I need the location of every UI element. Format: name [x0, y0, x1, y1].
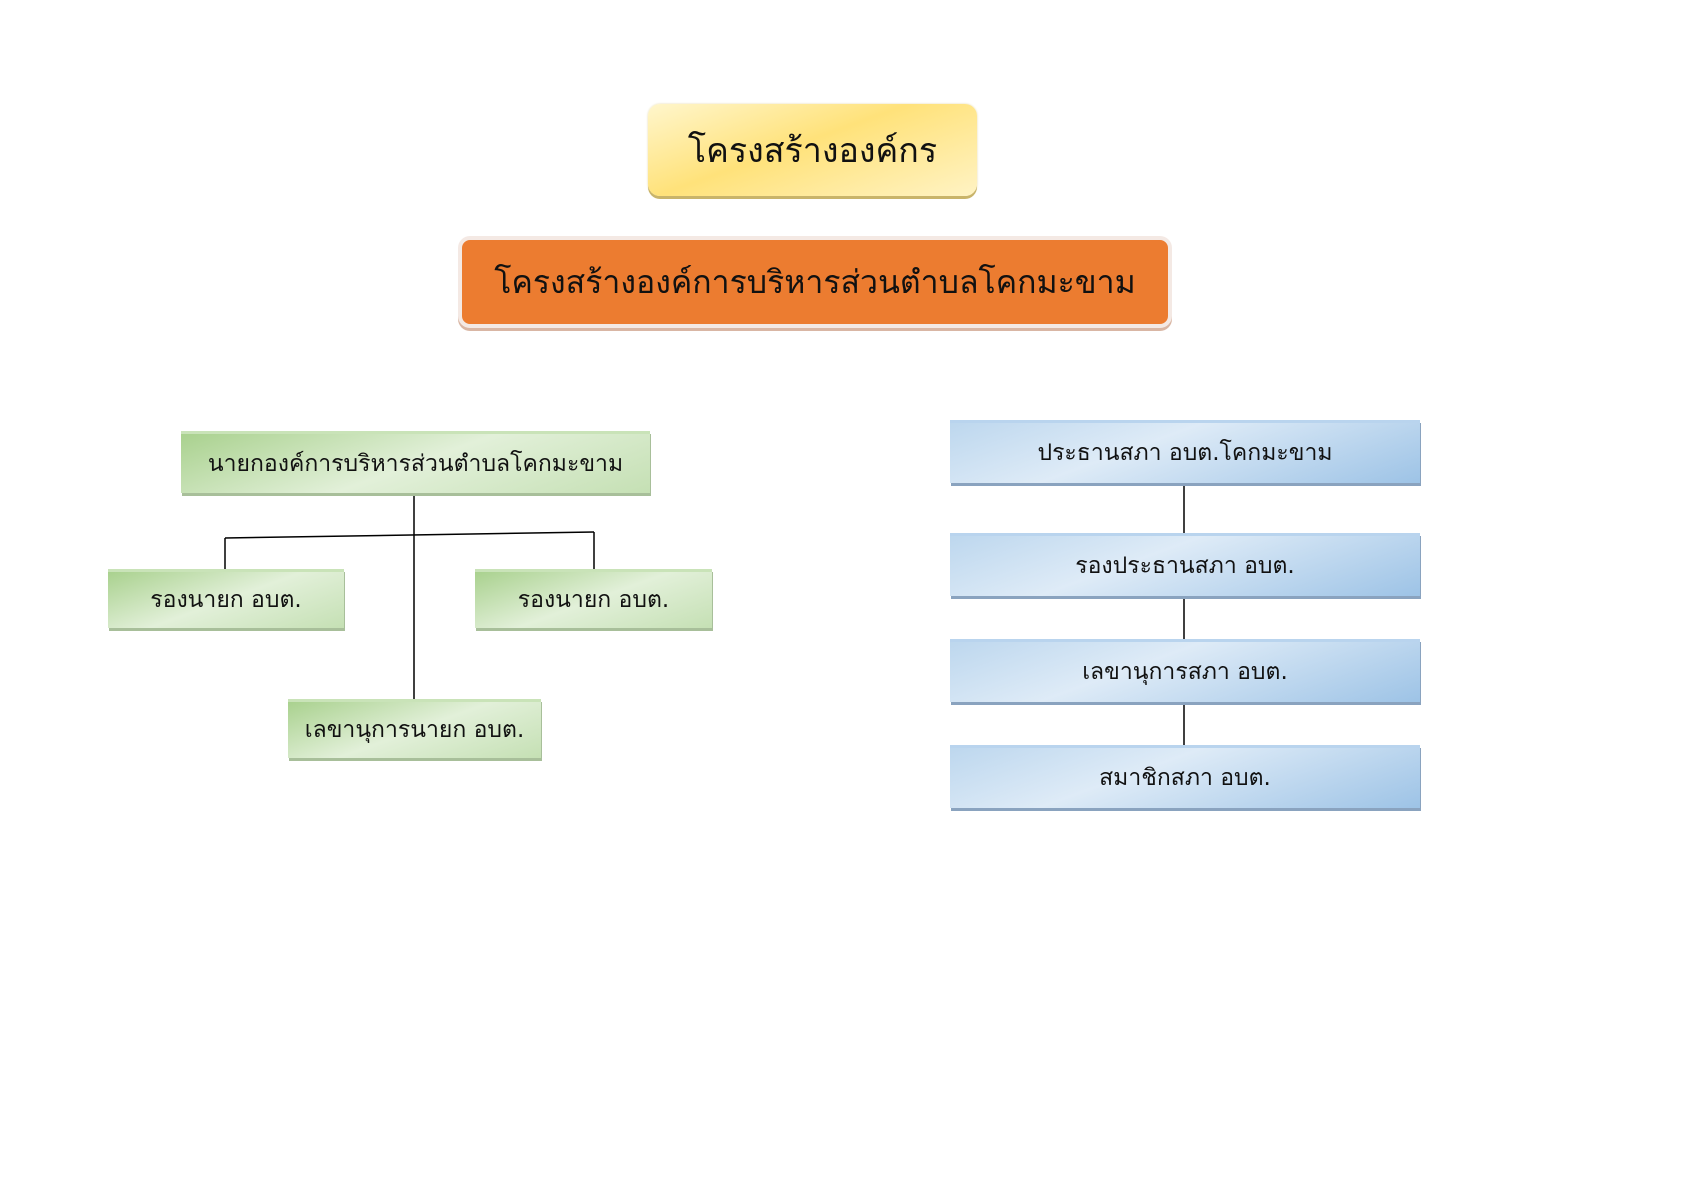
mayor-box: นายกองค์การบริหารส่วนตำบลโคกมะขาม — [181, 431, 650, 493]
chart-title: โครงสร้างองค์กร — [648, 104, 977, 196]
connector-deputies-bar — [224, 531, 595, 539]
deputy-mayor-left-box: รองนายก อบต. — [108, 569, 344, 628]
deputy-mayor-right-box: รองนายก อบต. — [475, 569, 712, 628]
organization-title: โครงสร้างองค์การบริหารส่วนตำบลโคกมะขาม — [458, 236, 1172, 328]
council-president-box: ประธานสภา อบต.โคกมะขาม — [950, 420, 1420, 483]
council-members-box: สมาชิกสภา อบต. — [950, 745, 1420, 808]
mayor-secretary-box: เลขานุการนายก อบต. — [288, 699, 541, 758]
council-vice-president-box: รองประธานสภา อบต. — [950, 533, 1420, 596]
council-secretary-box: เลขานุการสภา อบต. — [950, 639, 1420, 702]
